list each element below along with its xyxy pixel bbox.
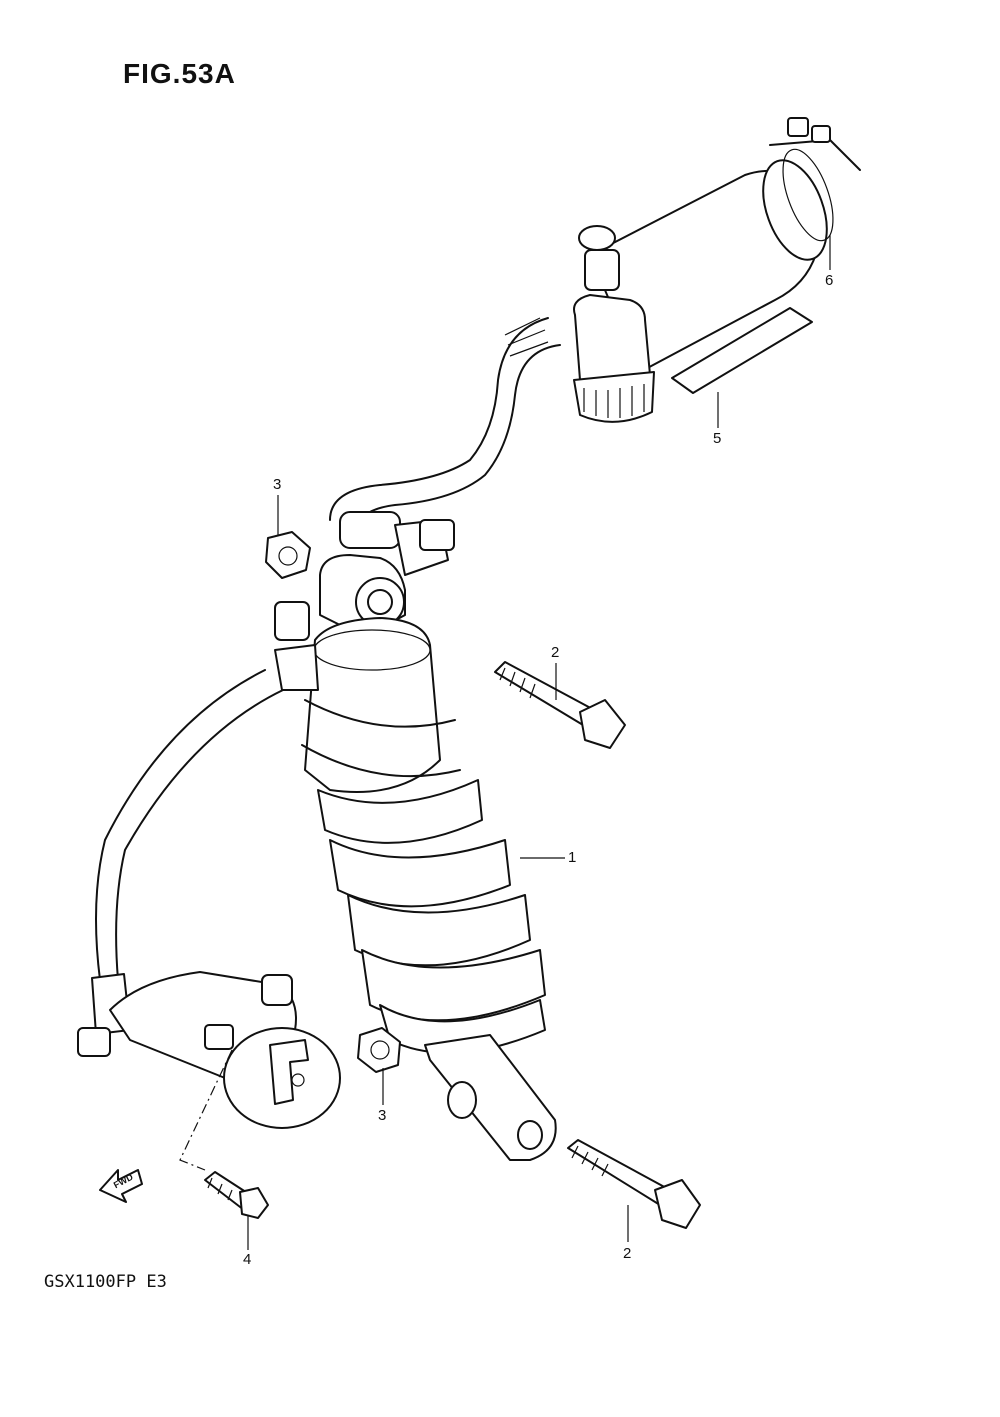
bolt-lower: [567, 1139, 701, 1229]
leader-lines: [247, 235, 831, 1250]
callout-1: 1: [568, 849, 577, 866]
preload-hose: [95, 601, 319, 981]
bolt-upper: [494, 661, 626, 749]
reservoir-hose: [329, 317, 561, 576]
callout-4: 4: [243, 1251, 252, 1268]
callout-6: 6: [825, 272, 834, 289]
placement-line: [179, 1049, 233, 1171]
protector-strip: [671, 307, 813, 394]
shock-absorber: [301, 554, 557, 1161]
reservoir-fitting: [573, 225, 655, 423]
callout-2-lower: 2: [623, 1245, 632, 1262]
model-code: GSX1100FP E3: [44, 1272, 167, 1292]
nut-top: [265, 531, 311, 579]
callout-3-upper: 3: [273, 476, 282, 493]
callout-2-upper: 2: [551, 644, 560, 661]
nut-lower: [357, 1027, 401, 1073]
screw: [204, 1171, 269, 1219]
callout-3-lower: 3: [378, 1107, 387, 1124]
callout-5: 5: [713, 430, 722, 447]
preload-adjuster: [77, 971, 341, 1129]
figure-title: FIG.53A: [123, 58, 236, 89]
fwd-arrow-icon: [99, 1169, 143, 1203]
reservoir-tank: [589, 117, 861, 373]
